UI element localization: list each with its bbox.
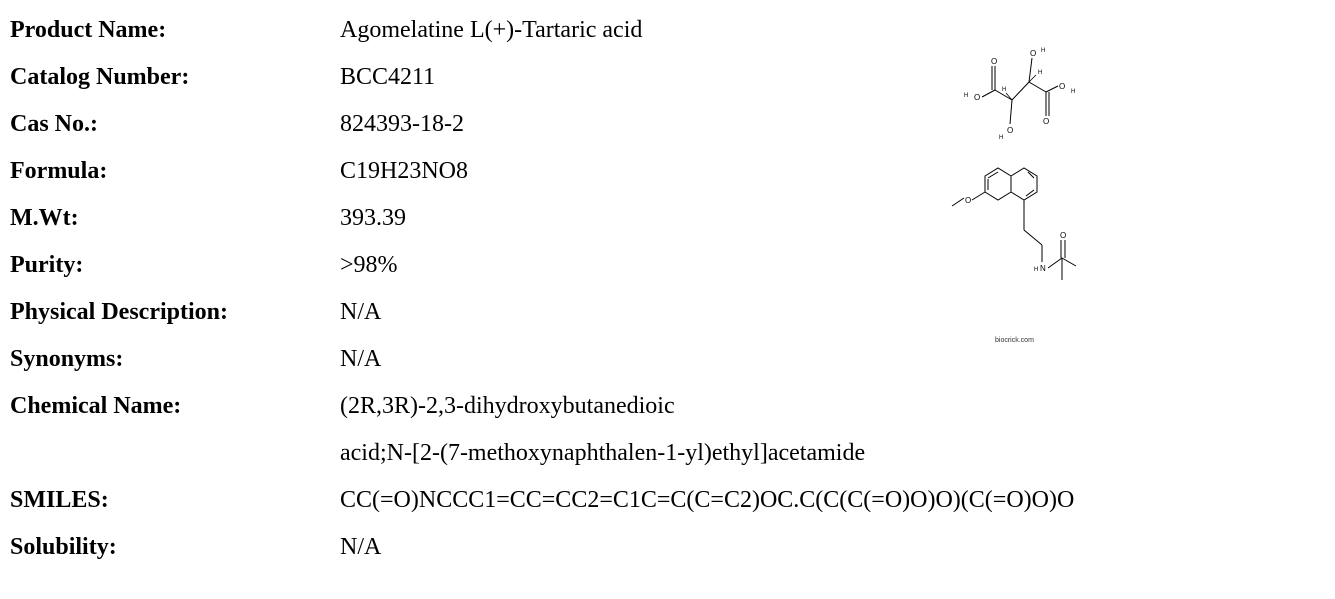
field-label: Cas No.:	[10, 111, 98, 137]
atom-label: N	[1040, 264, 1046, 273]
atom-label: O	[991, 57, 997, 66]
field-value: N/A	[340, 299, 382, 325]
atom-label: O	[1007, 126, 1013, 135]
atom-label: O	[974, 93, 980, 102]
field-label: Physical Description:	[10, 299, 228, 325]
field-value: N/A	[340, 346, 382, 372]
atom-label: H	[1041, 48, 1045, 54]
field-value: CC(=O)NCCC1=CC=CC2=C1C=C(C=C2)OC.C(C(C(=…	[340, 487, 1075, 513]
field-label: Product Name:	[10, 17, 167, 43]
field-value: 393.39	[340, 205, 406, 231]
atom-label: O	[965, 196, 971, 205]
tartaric-acid-atom-labels: O O H O O H O H O H H H	[964, 48, 1075, 141]
field-label: Purity:	[10, 252, 84, 278]
field-label: Solubility:	[10, 534, 117, 560]
field-label: Formula:	[10, 158, 108, 184]
agomelatine-atom-labels: O N H O	[965, 196, 1066, 273]
field-value: acid;N-[2-(7-methoxynaphthalen-1-yl)ethy…	[340, 440, 866, 466]
field-label: Synonyms:	[10, 346, 124, 372]
field-value: Agomelatine L(+)-Tartaric acid	[340, 17, 643, 43]
atom-label: H	[1038, 70, 1042, 76]
atom-label: H	[964, 93, 968, 99]
structure-watermark: biocrick.com	[995, 337, 1034, 344]
atom-label: H	[999, 135, 1003, 141]
field-value: >98%	[340, 252, 398, 278]
atom-label: O	[1043, 117, 1049, 126]
field-label: Chemical Name:	[10, 393, 182, 419]
chemical-structure-image: O O H O O H O H O H H H	[940, 0, 1100, 350]
atom-label: O	[1060, 231, 1066, 240]
field-value: 824393-18-2	[340, 111, 464, 137]
field-value: BCC4211	[340, 64, 436, 90]
field-label: SMILES:	[10, 487, 109, 513]
tartaric-acid-structure	[981, 57, 1059, 125]
field-value: C19H23NO8	[340, 158, 469, 184]
agomelatine-structure	[951, 167, 1077, 280]
field-label: Catalog Number:	[10, 64, 190, 90]
field-value: (2R,3R)-2,3-dihydroxybutanedioic	[340, 393, 675, 419]
atom-label: O	[1059, 82, 1065, 91]
field-label: M.Wt:	[10, 205, 79, 231]
atom-label: O	[1030, 49, 1036, 58]
atom-label: H	[1002, 87, 1006, 93]
field-value: N/A	[340, 534, 382, 560]
structure-svg: O O H O O H O H O H H H	[951, 48, 1077, 344]
atom-label: H	[1034, 267, 1038, 273]
atom-label: H	[1071, 89, 1075, 95]
